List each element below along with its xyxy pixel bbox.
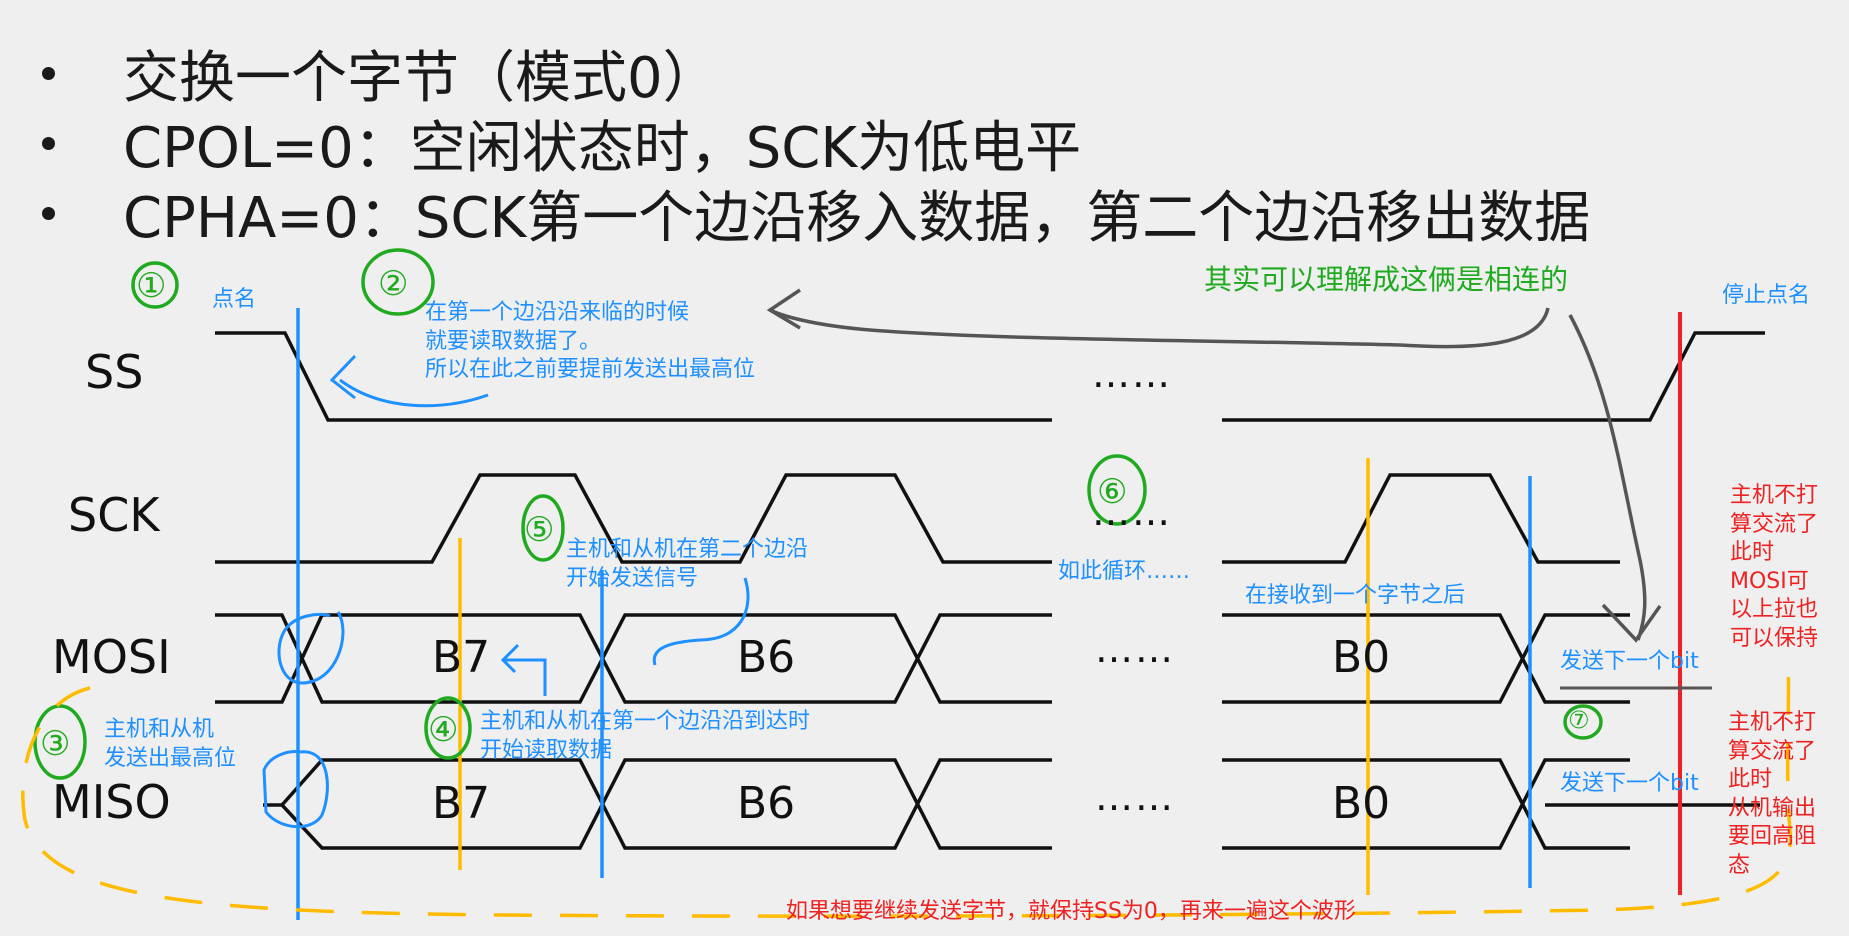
mosi-cell-b6: B6	[737, 632, 796, 683]
annotation-mosi-note: 主机不打 算交流了 此时 MOSI可 以上拉也 可以保持	[1730, 483, 1819, 651]
miso-cell-b0: B0	[1332, 778, 1391, 829]
annotation-send-highest: 主机和从机 发送出最高位	[104, 717, 237, 771]
annotation-send-second-edge: 主机和从机在第二个边沿 开始发送信号	[566, 537, 809, 591]
bullet-2: CPOL=0：空闲状态时，SCK为低电平	[30, 108, 1590, 181]
signal-label-sck: SCK	[68, 488, 160, 542]
blue-arrows	[329, 354, 750, 696]
marker-5: ⑤	[524, 510, 555, 550]
sck-waveform	[215, 473, 1620, 564]
title-bullets: 交换一个字节（模式0） CPOL=0：空闲状态时，SCK为低电平 CPHA=0：…	[30, 38, 1590, 251]
ss-waveform	[215, 331, 1765, 422]
ss-ellipsis: ……	[1092, 352, 1172, 396]
annotation-miso-note: 主机不打 算交流了 此时 从机输出 要回高阻 态	[1728, 710, 1817, 878]
signal-label-ss: SS	[85, 345, 144, 399]
annotation-stop-dianming: 停止点名	[1722, 283, 1811, 308]
signal-label-miso: MISO	[52, 775, 171, 829]
marker-3: ③	[40, 724, 71, 764]
bullet-3: CPHA=0：SCK第一个边沿移入数据，第二个边沿移出数据	[30, 178, 1590, 251]
annotation-bottom-note: 如果想要继续发送字节，就保持SS为0，再来一遍这个波形	[786, 899, 1356, 924]
marker-6: ⑥	[1097, 472, 1128, 512]
annotation-next-bit-mosi: 发送下一个bit	[1560, 649, 1699, 674]
mosi-waveform	[215, 613, 1630, 704]
gray-connection-arrows	[766, 288, 1662, 643]
orange-guide-lines	[458, 458, 1370, 895]
crossing-highlights	[262, 611, 345, 829]
marker-2: ②	[378, 264, 409, 304]
annotation-loop: 如此循环……	[1058, 559, 1191, 584]
bullet-dot-icon	[42, 66, 55, 80]
mosi-cell-b7: B7	[432, 632, 491, 683]
green-markers	[33, 248, 1603, 780]
marker-7: ⑦	[1568, 706, 1590, 734]
bullet-1: 交换一个字节（模式0）	[30, 38, 1590, 111]
blue-guide-lines	[296, 308, 1532, 920]
annotation-first-edge: 在第一个边沿沿来临的时候 就要读取数据了。 所以在此之前要提前发送出最高位	[425, 300, 756, 383]
orange-dashed-enclosure	[21, 659, 1793, 918]
signal-label-mosi: MOSI	[52, 630, 171, 684]
annotation-next-bit-miso: 发送下一个bit	[1560, 771, 1699, 796]
annotation-dianming: 点名	[212, 287, 257, 312]
miso-cell-b6: B6	[737, 778, 796, 829]
miso-ellipsis: ……	[1095, 775, 1175, 819]
marker-4: ④	[428, 710, 459, 750]
bullet-dot-icon	[42, 136, 55, 150]
bullet-dot-icon	[42, 206, 55, 220]
annotation-after-byte: 在接收到一个字节之后	[1245, 583, 1466, 608]
mosi-cell-b0: B0	[1332, 632, 1391, 683]
annotation-connected: 其实可以理解成这俩是相连的	[1204, 263, 1569, 296]
mosi-ellipsis: ……	[1095, 627, 1175, 671]
miso-cell-b7: B7	[432, 778, 491, 829]
marker-1: ①	[136, 266, 167, 306]
annotation-read-first-edge: 主机和从机在第一个边沿沿到达时 开始读取数据	[480, 709, 811, 763]
sck-ellipsis: ……	[1092, 490, 1172, 534]
